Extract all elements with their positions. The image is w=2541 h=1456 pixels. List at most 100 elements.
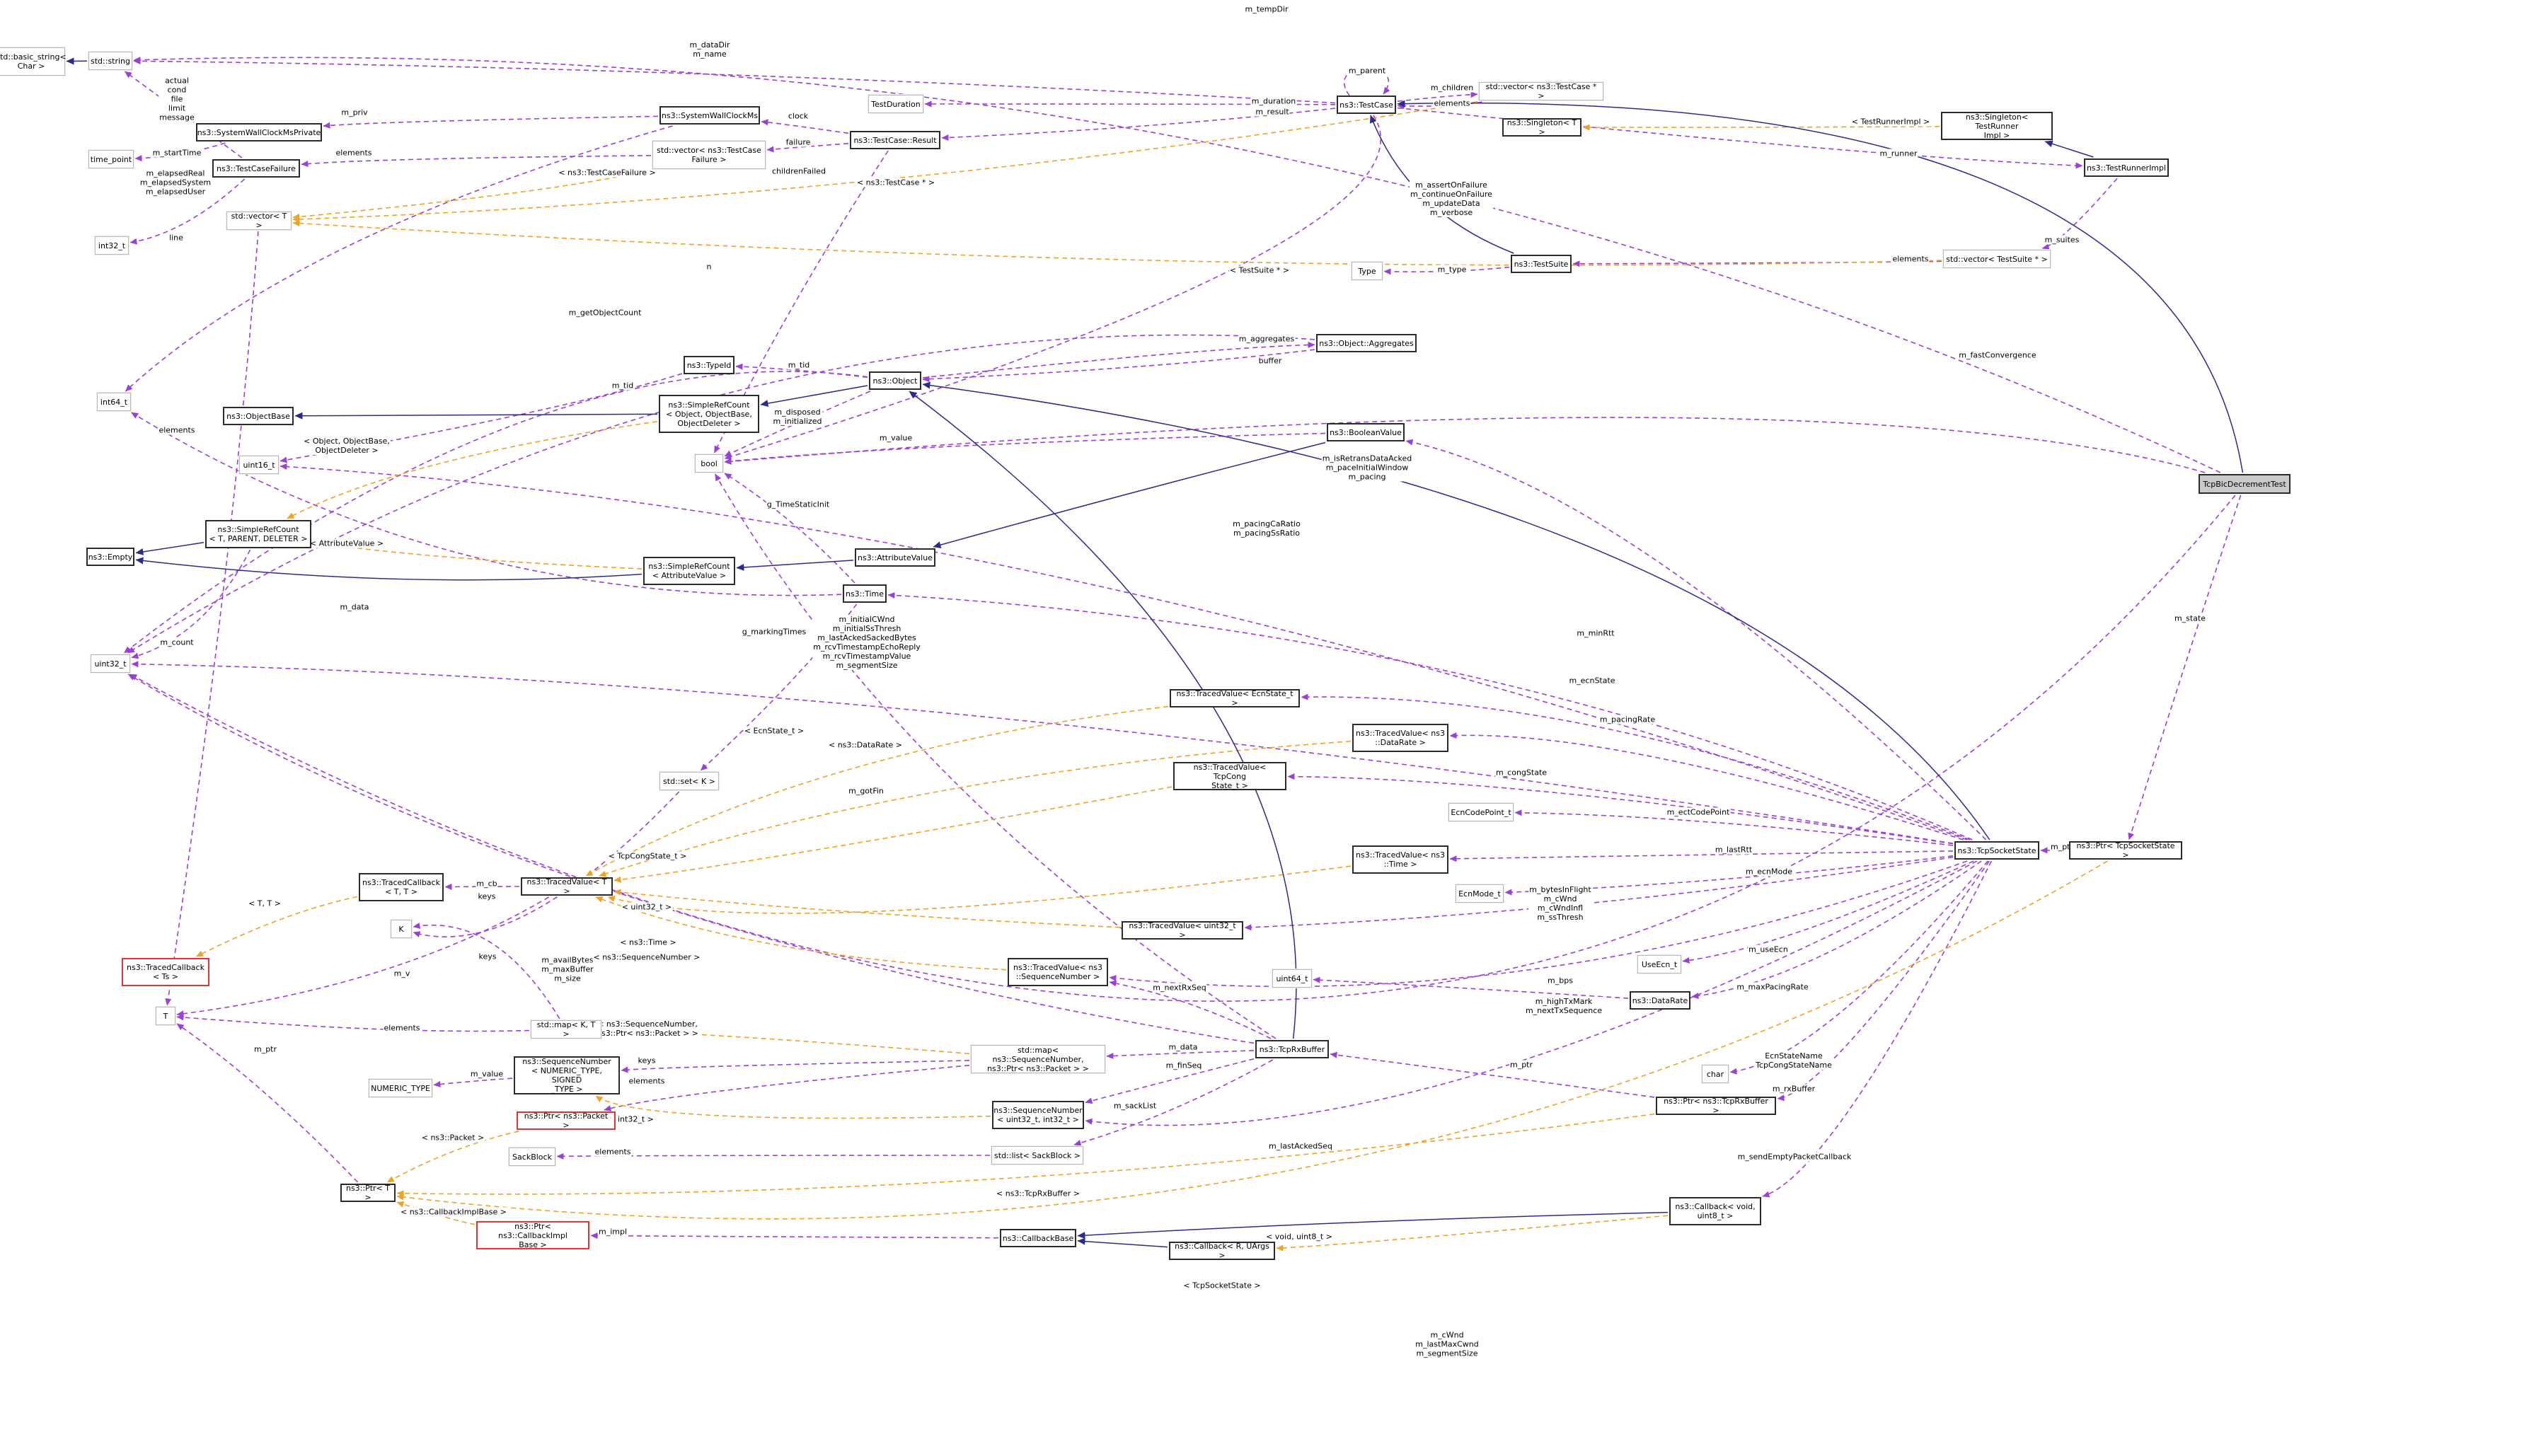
edge-label-tbdt-uint32: m_cWnd m_lastMaxCwnd m_segmentSize [1414,1330,1480,1358]
node-tcb_ts[interactable]: ns3::TracedCallback < Ts > [122,958,209,986]
node-testrunner[interactable]: ns3::TestRunnerImpl [2084,158,2169,177]
edge-ptr_cbimpl-ptr_t [396,1201,476,1225]
node-tv_datarate[interactable]: ns3::TracedValue< ns3 ::DataRate > [1352,724,1448,752]
node-vector_t[interactable]: std::vector< T > [226,212,292,230]
node-k_box[interactable]: K [391,920,412,938]
node-testsuite[interactable]: ns3::TestSuite [1511,255,1572,273]
edge-tcpsocketstate-tv_datarate [1449,732,1964,840]
node-tv_ecnstate[interactable]: ns3::TracedValue< EcnState_t > [1170,689,1300,707]
node-tv_t[interactable]: ns3::TracedValue< T > [521,877,613,896]
edge-label-tc_result-vector_tcf: failure [785,137,812,147]
edge-label-map_seq-map_kt: < ns3::SequenceNumber, ns3::Ptr< ns3::Pa… [596,1019,699,1038]
node-simplerc_obj[interactable]: ns3::SimpleRefCount < Object, ObjectBase… [659,395,759,433]
node-tcprxbuffer[interactable]: ns3::TcpRxBuffer [1255,1040,1329,1058]
edge-tcprxbuffer-bool [714,473,1277,1039]
node-basic_string[interactable]: std::basic_string< Char > [0,47,67,76]
edge-label-vector_t-t_box: elements [158,425,196,435]
node-seqnum_u32[interactable]: ns3::SequenceNumber < uint32_t, int32_t … [992,1101,1084,1129]
node-tc_result[interactable]: ns3::TestCase::Result [850,131,940,149]
node-empty[interactable]: ns3::Empty [86,548,134,566]
node-uint16[interactable]: uint16_t [239,456,279,474]
node-datarate[interactable]: ns3::DataRate [1630,991,1690,1010]
edge-label-ptr_packet-ptr_t: < ns3::Packet > [420,1133,485,1143]
edge-label-set_k-k_box: keys [478,952,497,961]
node-singleton_tri[interactable]: ns3::Singleton< TestRunner Impl > [1941,112,2053,140]
node-ptr_tss[interactable]: ns3::Ptr< TcpSocketState > [2069,841,2182,860]
node-sackblock[interactable]: SackBlock [509,1148,555,1166]
node-ptr_packet[interactable]: ns3::Ptr< ns3::Packet > [517,1111,616,1130]
node-int64[interactable]: int64_t [97,393,131,411]
node-attributevalue[interactable]: ns3::AttributeValue [855,548,935,567]
node-set_k[interactable]: std::set< K > [659,772,719,790]
node-simplerc_tpd[interactable]: ns3::SimpleRefCount < T, PARENT, DELETER… [205,520,311,548]
node-bool[interactable]: bool [695,454,723,473]
node-ptr_t[interactable]: ns3::Ptr< T > [340,1184,396,1202]
node-tv_seqnum[interactable]: ns3::TracedValue< ns3 ::SequenceNumber > [1008,958,1108,986]
node-callback_r[interactable]: ns3::Callback< R, UArgs > [1169,1242,1275,1260]
node-tv_time[interactable]: ns3::TracedValue< ns3 ::Time > [1352,845,1448,874]
node-tcb_tt[interactable]: ns3::TracedCallback < T, T > [359,873,444,901]
edge-tcpsocketstate-tv_uint32 [1244,856,1954,931]
edge-seqnum_u32-seqnum_gen [595,1095,991,1119]
edge-label-tcpsocketstate-ecnmode: m_ecnMode [1745,867,1793,877]
node-int32[interactable]: int32_t [95,236,129,255]
node-uint32[interactable]: uint32_t [91,654,130,673]
node-ptr_cbimpl[interactable]: ns3::Ptr< ns3::CallbackImpl Base > [476,1221,589,1249]
edge-label-tv_tcpcong-tv_t: < TcpCongState_t > [607,851,688,861]
node-uint64[interactable]: uint64_t [1272,969,1312,988]
node-numeric_type[interactable]: NUMERIC_TYPE [369,1079,432,1097]
edge-tcpsocketstate-ecncodepoint [1514,809,1954,846]
edge-label-ptr_tss-tcpsocketstate: m_ptr [2049,842,2075,852]
node-t_box[interactable]: T [156,1007,175,1025]
node-seqnum_gen[interactable]: ns3::SequenceNumber < NUMERIC_TYPE, SIGN… [514,1056,620,1094]
node-time_point[interactable]: time_point [88,150,134,168]
node-std_string[interactable]: std::string [88,52,132,70]
node-tv_tcpcong[interactable]: ns3::TracedValue< TcpCong State_t > [1173,762,1286,790]
node-singleton_t[interactable]: ns3::Singleton< T > [1502,118,1581,137]
edge-tcpsocketstate-object [922,381,1990,840]
node-object[interactable]: ns3::Object [869,371,921,390]
node-testcase[interactable]: ns3::TestCase [1337,96,1396,114]
node-tcpsocketstate[interactable]: ns3::TcpSocketState [1954,841,2039,860]
node-simplerc_av[interactable]: ns3::SimpleRefCount < AttributeValue > [643,557,735,585]
node-tv_uint32[interactable]: ns3::TracedValue< uint32_t > [1122,921,1243,940]
node-vector_tcp[interactable]: std::vector< ns3::TestCase * > [1479,82,1603,100]
node-typeid[interactable]: ns3::TypeId [684,356,734,374]
node-sysclock[interactable]: ns3::SystemWallClockMs [659,106,760,125]
node-ptr_rxbuf[interactable]: ns3::Ptr< ns3::TcpRxBuffer > [1656,1097,1776,1115]
node-callback_void[interactable]: ns3::Callback< void, uint8_t > [1669,1197,1761,1225]
node-objectbase[interactable]: ns3::ObjectBase [223,407,294,425]
edge-aggregates-object [922,349,1315,383]
node-aggregates[interactable]: ns3::Object::Aggregates [1316,334,1417,352]
edge-tcpsocketstate-booleanvalue [1405,439,1987,840]
edge-label-tcprxbuffer-uint32: m_availBytes m_maxBuffer m_size [541,955,594,983]
node-vector_tcf[interactable]: std::vector< ns3::TestCase Failure > [652,141,766,169]
node-ecncodepoint[interactable]: EcnCodePoint_t [1448,803,1514,821]
edge-label-tv_datarate-tv_t: < ns3::DataRate > [827,740,904,750]
edge-tcprxbuffer-tv_seqnum [1109,980,1272,1039]
node-time[interactable]: ns3::Time [843,584,887,603]
edge-tcpsocketstate-char_box [1729,860,1988,1075]
edge-simplerc_obj-simplerc_tpd [287,420,658,519]
edge-label-tbdt-bool: m_fastConvergence [1958,350,2037,360]
node-tbdt[interactable]: TcpBicDecrementTest [2199,474,2291,494]
edge-label-tcpsocketstate-tv_seqnum: m_highTxMark m_nextTxSequence [1524,997,1603,1015]
edge-testcase-tc_result [941,108,1336,141]
node-vector_ts[interactable]: std::vector< TestSuite * > [1943,250,2051,268]
node-testcasefail[interactable]: ns3::TestCaseFailure [212,159,300,178]
node-booleanvalue[interactable]: ns3::BooleanValue [1327,423,1405,441]
edge-label-tcprxbuffer-seqnum_u32: m_finSeq [1165,1061,1203,1070]
node-map_kt[interactable]: std::map< K, T > [531,1020,601,1039]
node-usecn[interactable]: UseEcn_t [1637,955,1681,973]
edge-ptr_tss-ptr_t [396,860,2108,1220]
node-list_sack[interactable]: std::list< SackBlock > [991,1146,1083,1165]
node-char_box[interactable]: char [1702,1065,1729,1083]
edge-label-testcase-tc_result: m_result [1255,107,1290,117]
node-callbackbase[interactable]: ns3::CallbackBase [1000,1229,1076,1247]
edge-simplerc_obj-objectbase [294,412,658,420]
node-sysclock_priv[interactable]: ns3::SystemWallClockMsPrivate [196,123,322,141]
node-map_seq[interactable]: std::map< ns3::SequenceNumber, ns3::Ptr<… [971,1045,1105,1073]
node-testduration[interactable]: TestDuration [868,95,923,113]
node-type[interactable]: Type [1352,262,1383,280]
node-ecnmode[interactable]: EcnMode_t [1456,884,1504,903]
